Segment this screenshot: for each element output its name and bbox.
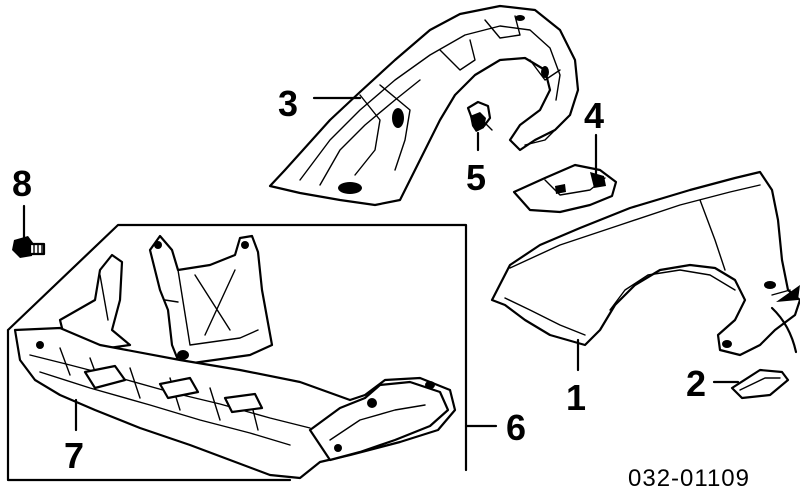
callout-5: 5	[466, 157, 486, 198]
leader-lines	[22, 96, 740, 432]
part-1-front-fender	[490, 170, 800, 357]
part-2-side-marker	[730, 285, 800, 400]
callout-7: 7	[64, 435, 84, 476]
part-8-bolt	[12, 236, 46, 258]
callout-labels: 3 4 5 8 1 2 6 7	[12, 83, 706, 476]
callout-6: 6	[506, 407, 526, 448]
part-4-bracket	[512, 163, 618, 214]
callout-2: 2	[686, 363, 706, 404]
callout-1: 1	[566, 377, 586, 418]
part-5-clip	[466, 100, 493, 132]
part-6-undercover-assembly	[13, 234, 457, 480]
callout-8: 8	[12, 163, 32, 204]
part-6-group-outline	[6, 223, 468, 482]
part-3-inner-fender-liner	[268, 4, 580, 207]
callout-4: 4	[584, 95, 604, 136]
diagram-code: 032-01109	[628, 465, 750, 492]
callout-3: 3	[278, 83, 298, 124]
